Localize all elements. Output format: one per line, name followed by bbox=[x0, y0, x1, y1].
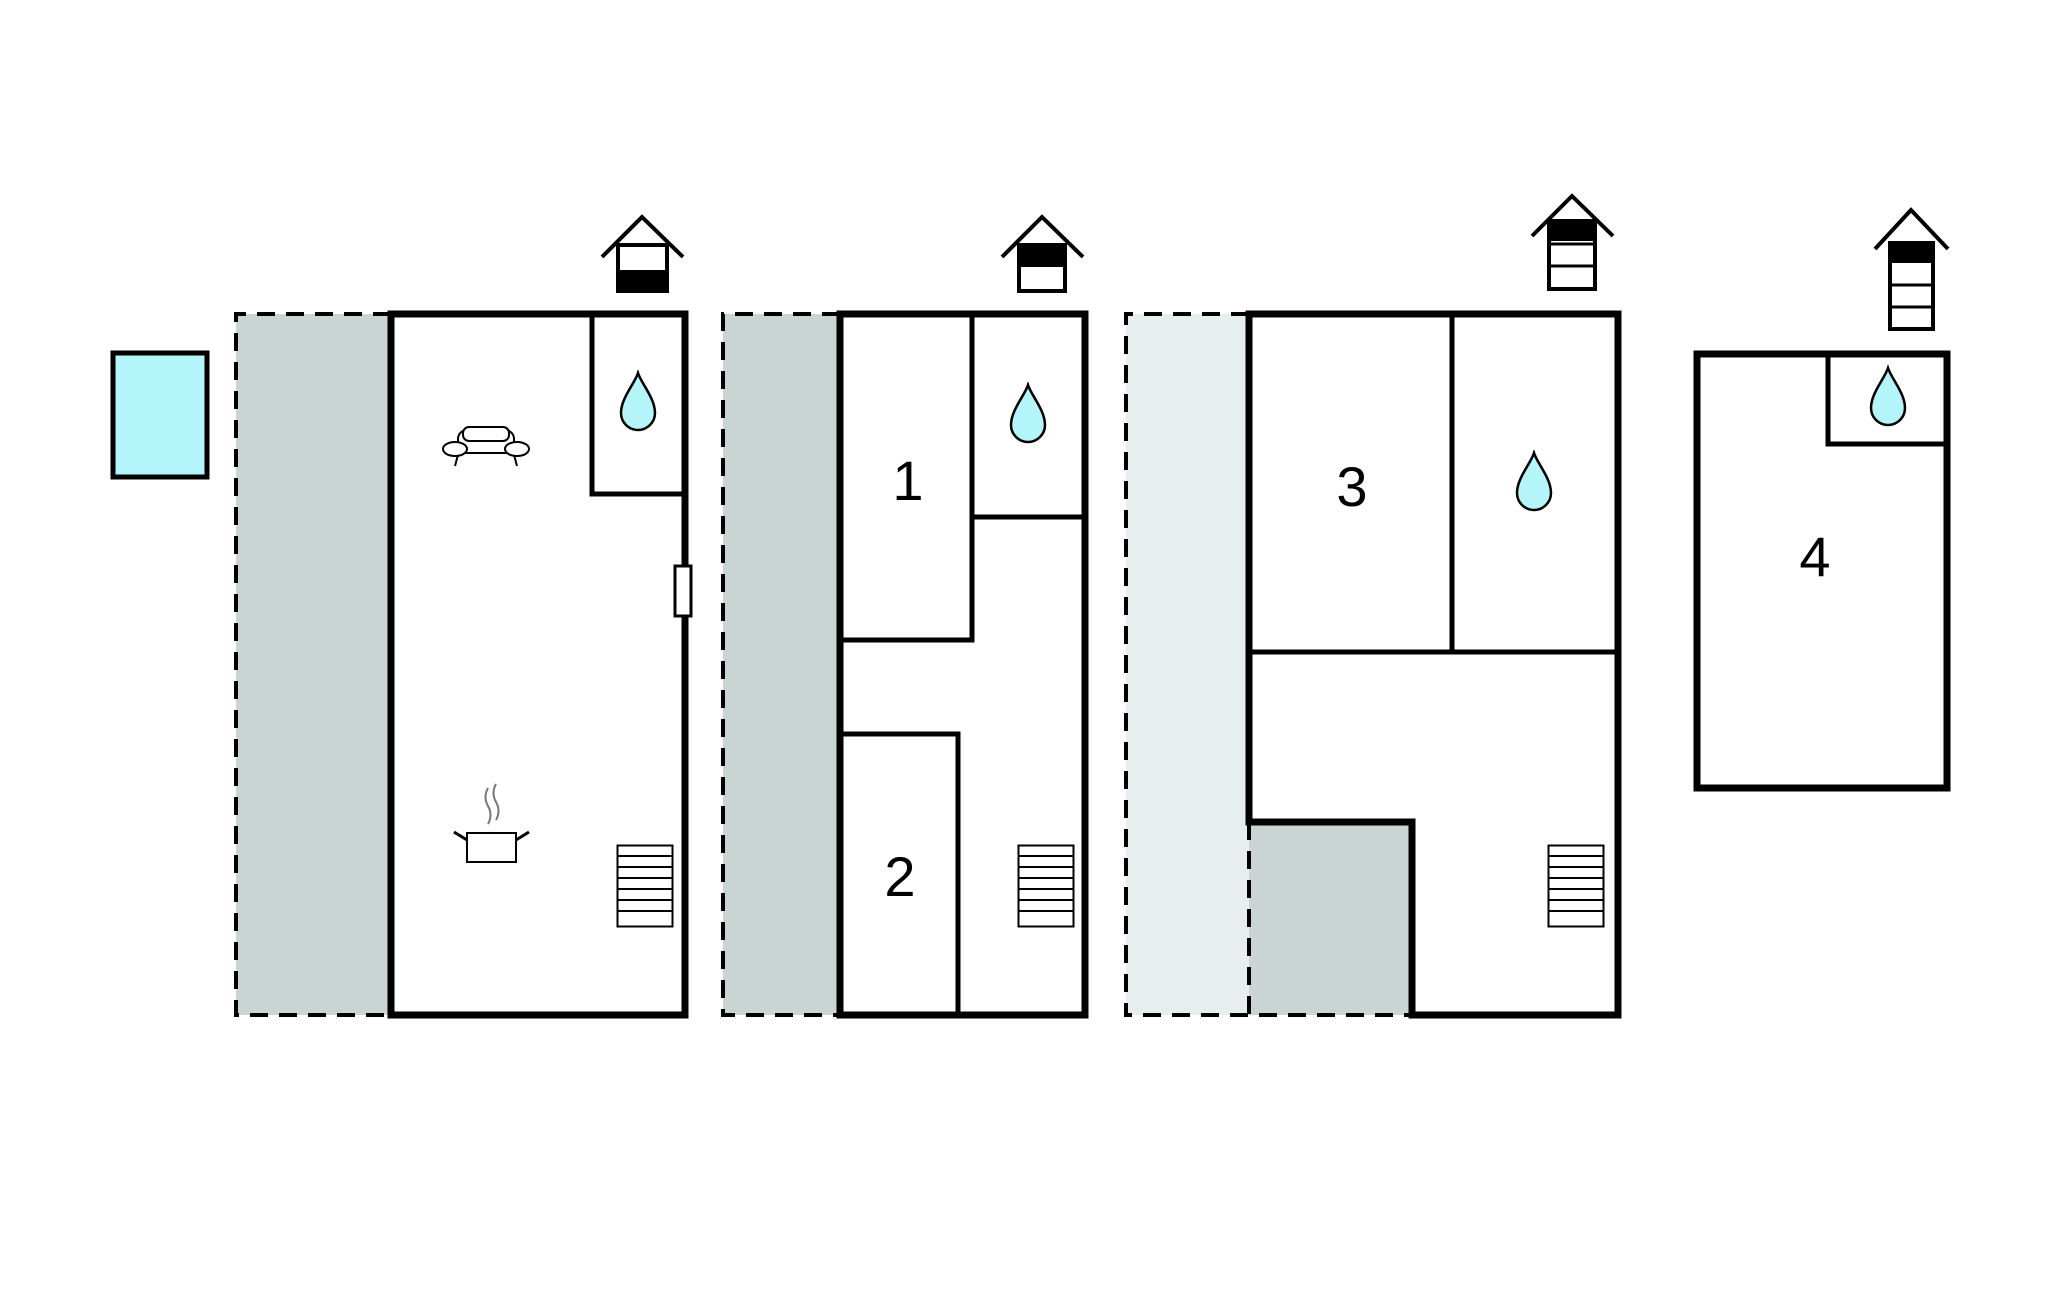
stairs-icon bbox=[616, 844, 674, 928]
floor-4-outline bbox=[1693, 350, 1951, 792]
room-number-1: 1 bbox=[892, 449, 923, 512]
interior-walls bbox=[843, 317, 1082, 1012]
terrace-area bbox=[1126, 314, 1249, 1015]
floor-2: 1 2 bbox=[721, 214, 1089, 1019]
terrace-area bbox=[723, 314, 840, 1015]
door-icon bbox=[673, 564, 693, 618]
interior-walls bbox=[1252, 317, 1615, 655]
floor-indicator-icon bbox=[600, 214, 685, 293]
covered-terrace-area bbox=[1249, 822, 1412, 1015]
floor-indicator-icon bbox=[1000, 214, 1085, 293]
floor-1 bbox=[110, 214, 693, 1019]
room-number-3: 3 bbox=[1336, 455, 1367, 518]
covered-terrace-walls bbox=[1245, 314, 1416, 1015]
pool-icon bbox=[110, 350, 210, 480]
floor-4: 4 bbox=[1693, 207, 1951, 792]
terrace-outline bbox=[1124, 312, 1249, 1017]
sofa-icon bbox=[442, 426, 530, 467]
floor-indicator-icon bbox=[1530, 193, 1615, 291]
terrace-outline bbox=[234, 312, 391, 1017]
stairs-icon bbox=[1547, 844, 1605, 928]
floor-3: 3 bbox=[1124, 193, 1622, 1019]
floor-indicator-icon bbox=[1873, 207, 1950, 331]
cooking-pot-icon bbox=[453, 783, 530, 863]
room-number-4: 4 bbox=[1799, 525, 1830, 588]
room-number-2: 2 bbox=[884, 845, 915, 908]
bathroom-walls bbox=[589, 317, 682, 497]
covered-terrace-outline bbox=[1247, 822, 1412, 1017]
terrace-area bbox=[236, 314, 391, 1015]
bathroom-walls bbox=[1825, 357, 1944, 447]
stairs-icon bbox=[1017, 844, 1075, 928]
terrace-outline bbox=[721, 312, 840, 1017]
